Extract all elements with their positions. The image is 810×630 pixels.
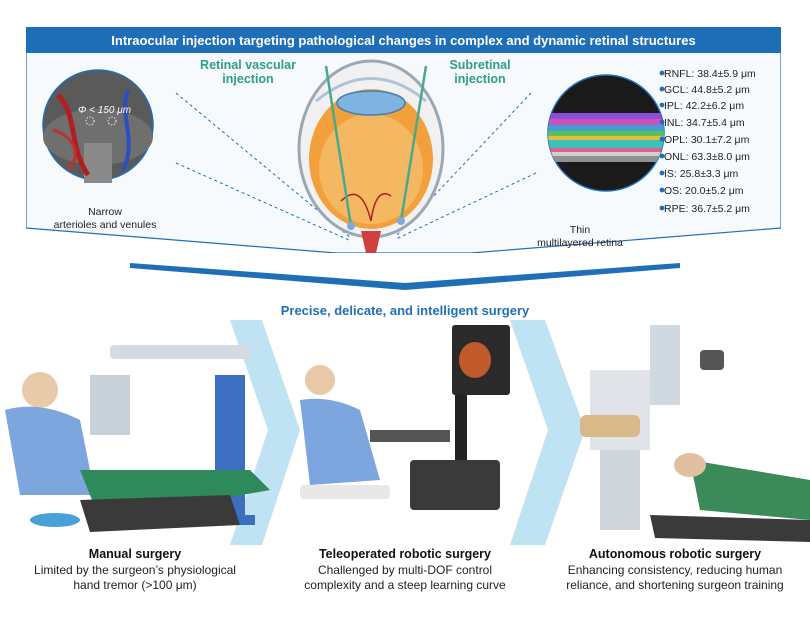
down-arrow [130,263,680,290]
figure-banner: Intraocular injection targeting patholog… [26,27,781,53]
stage-desc-manual-line1: Limited by the surgeon’s physiological [34,563,236,577]
manual-surgery-scene [5,345,270,532]
stage-desc-teleoperated-line1: Challenged by multi-DOF control [317,563,493,577]
stage-title-manual: Manual surgery [88,547,182,561]
layer-label-opl: OPL: 30.1±7.2 μm [664,134,750,146]
chevron-1 [230,320,300,545]
eye-illustration [297,59,445,253]
layer-label-onl: ONL: 63.3±8.0 μm [664,151,750,163]
subretinal-injection-label: Subretinal injection [449,58,511,86]
vessel-caption: Narrow arterioles and venules [53,206,157,231]
layer-label-gcl: GCL: 44.8±5.2 μm [664,84,750,96]
layer-label-rpe: RPE: 36.7±5.2 μm [664,203,750,215]
surgery-stages-illustration [5,320,810,545]
retina-caption: Thin multilayered retina [537,224,623,249]
vessel-diameter-label: Φ < 150 μm [78,105,132,116]
autonomous-surgery-scene [580,325,810,542]
layer-label-os: OS: 20.0±5.2 μm [664,185,744,197]
stage-title-autonomous: Autonomous robotic surgery [588,547,762,561]
stage-desc-autonomous-line2: reliance, and shortening surgeon trainin… [566,578,784,592]
vessel-closeup [42,69,154,183]
subtitle: Precise, delicate, and intelligent surge… [280,303,530,318]
layer-pointers [659,70,665,211]
stage-desc-teleoperated-line2: complexity and a steep learning curve [304,578,506,592]
layer-label-rnfl: RNFL: 38.4±5.9 μm [664,68,756,80]
layer-label-is: IS: 25.8±3.3 μm [664,168,739,180]
chevron-2 [510,320,585,545]
retina-oct-closeup [547,74,665,192]
stage-title-teleoperated: Teleoperated robotic surgery [318,547,492,561]
layer-label-ipl: IPL: 42.2±6.2 μm [664,100,745,112]
teleoperated-surgery-scene [300,325,510,510]
stage-desc-manual-line2: hand tremor (>100 μm) [73,578,197,592]
stage-desc-autonomous-line1: Enhancing consistency, reducing human [567,563,783,577]
vascular-injection-label: Retinal vascular injection [200,58,296,86]
top-panel-diagram [26,53,781,253]
layer-label-inl: INL: 34.7±5.4 μm [664,117,745,129]
